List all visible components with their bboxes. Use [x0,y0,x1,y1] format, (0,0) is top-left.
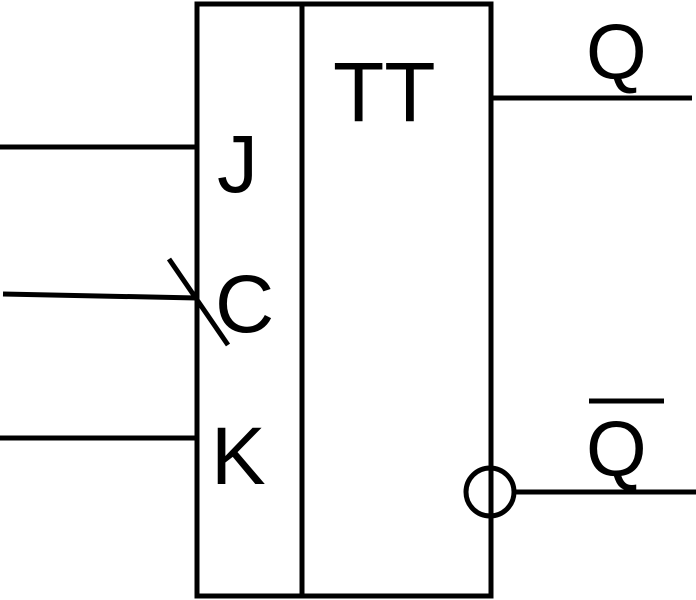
c-pin-label: C [215,259,274,350]
clock-edge-indicator [166,257,231,347]
q-output-label: Q [586,8,647,96]
flip-flop-type-label: TT [333,45,436,139]
q-bar-output-label: Q [586,405,647,493]
k-pin-label: K [211,411,266,502]
c-input-line [2,291,198,301]
j-pin-label: J [217,119,258,210]
